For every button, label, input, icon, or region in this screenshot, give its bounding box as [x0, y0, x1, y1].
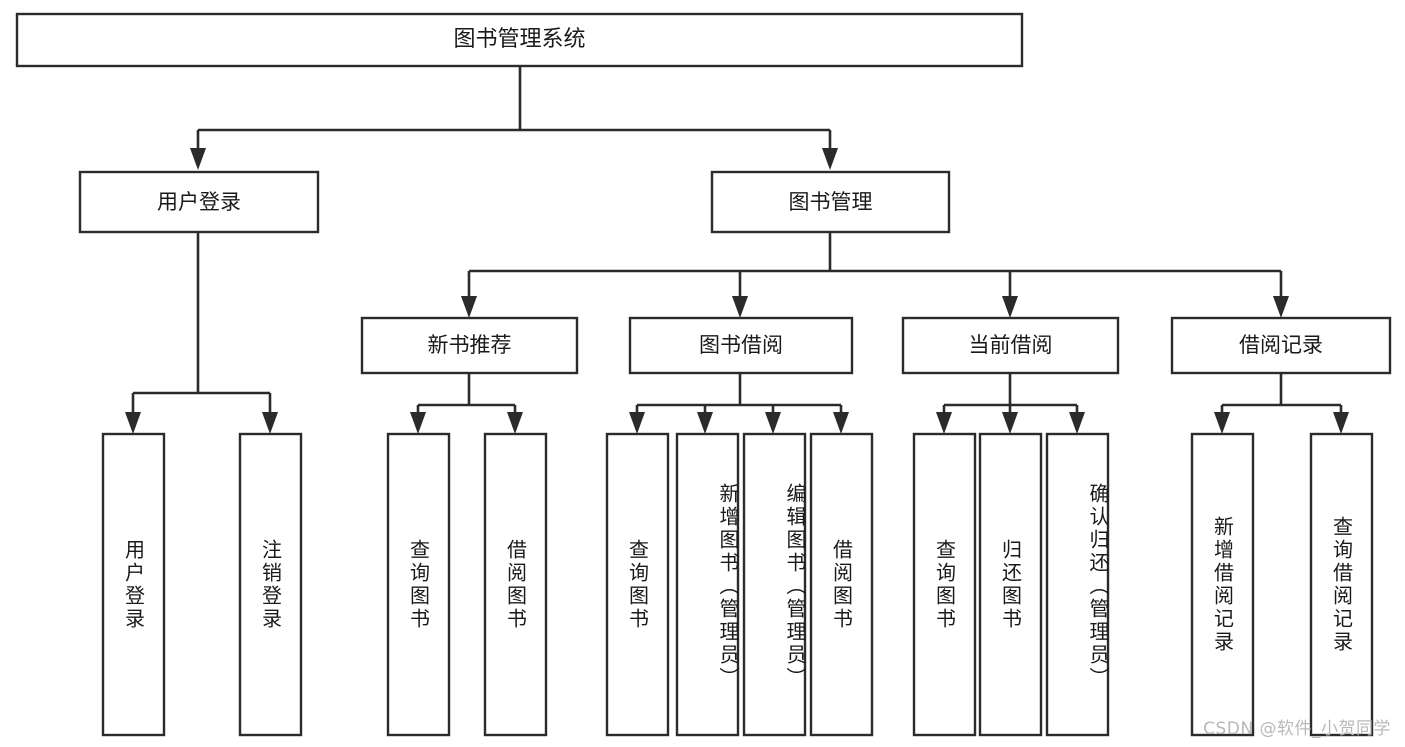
- arrow-borrow-record-leaf-2: [1333, 412, 1349, 434]
- arrow-new-book-leaf-2: [507, 412, 523, 434]
- leaf-box-book-borrow-2[interactable]: [675, 432, 740, 737]
- arrow-current-borrow-leaf-1: [936, 412, 952, 434]
- leaf-box-user-login-2[interactable]: [238, 432, 303, 737]
- node-current-borrow-box[interactable]: [901, 316, 1120, 375]
- node-borrow-record-box[interactable]: [1170, 316, 1392, 375]
- arrow-root-to-book-manage: [822, 148, 838, 170]
- leaf-box-borrow-record-1[interactable]: [1190, 432, 1255, 737]
- leaf-box-book-borrow-1[interactable]: [605, 432, 670, 737]
- arrow-user-login-leaf-1: [125, 412, 141, 434]
- leaf-box-current-borrow-3[interactable]: [1045, 432, 1110, 737]
- arrow-book-borrow-leaf-2: [697, 412, 713, 434]
- leaf-box-user-login-1[interactable]: [101, 432, 166, 737]
- leaf-box-current-borrow-2[interactable]: [978, 432, 1043, 737]
- arrow-borrow-record-leaf-1: [1214, 412, 1230, 434]
- leaf-box-current-borrow-1[interactable]: [912, 432, 977, 737]
- node-book-manage-box[interactable]: [710, 170, 951, 234]
- node-new-book-recommend-box[interactable]: [360, 316, 579, 375]
- arrow-to-current-borrow: [1002, 296, 1018, 318]
- leaf-box-new-book-1[interactable]: [386, 432, 451, 737]
- arrow-book-borrow-leaf-4: [833, 412, 849, 434]
- arrow-current-borrow-leaf-2: [1002, 412, 1018, 434]
- leaf-box-book-borrow-4[interactable]: [809, 432, 874, 737]
- arrow-to-borrow-record: [1273, 296, 1289, 318]
- leaf-box-new-book-2[interactable]: [483, 432, 548, 737]
- node-user-login-box[interactable]: [78, 170, 320, 234]
- csdn-watermark: CSDN @软件_小贺同学: [1203, 719, 1391, 739]
- leaf-box-borrow-record-2[interactable]: [1309, 432, 1374, 737]
- leaf-box-book-borrow-3[interactable]: [742, 432, 807, 737]
- arrow-user-login-leaf-2: [262, 412, 278, 434]
- node-book-borrow-box[interactable]: [628, 316, 854, 375]
- arrow-to-book-borrow: [732, 296, 748, 318]
- arrow-current-borrow-leaf-3: [1069, 412, 1085, 434]
- arrow-book-borrow-leaf-3: [765, 412, 781, 434]
- arrow-root-to-user-login: [190, 148, 206, 170]
- arrow-book-borrow-leaf-1: [629, 412, 645, 434]
- arrow-to-new-book-recommend: [461, 296, 477, 318]
- arrow-new-book-leaf-1: [410, 412, 426, 434]
- node-root-box[interactable]: [15, 12, 1024, 68]
